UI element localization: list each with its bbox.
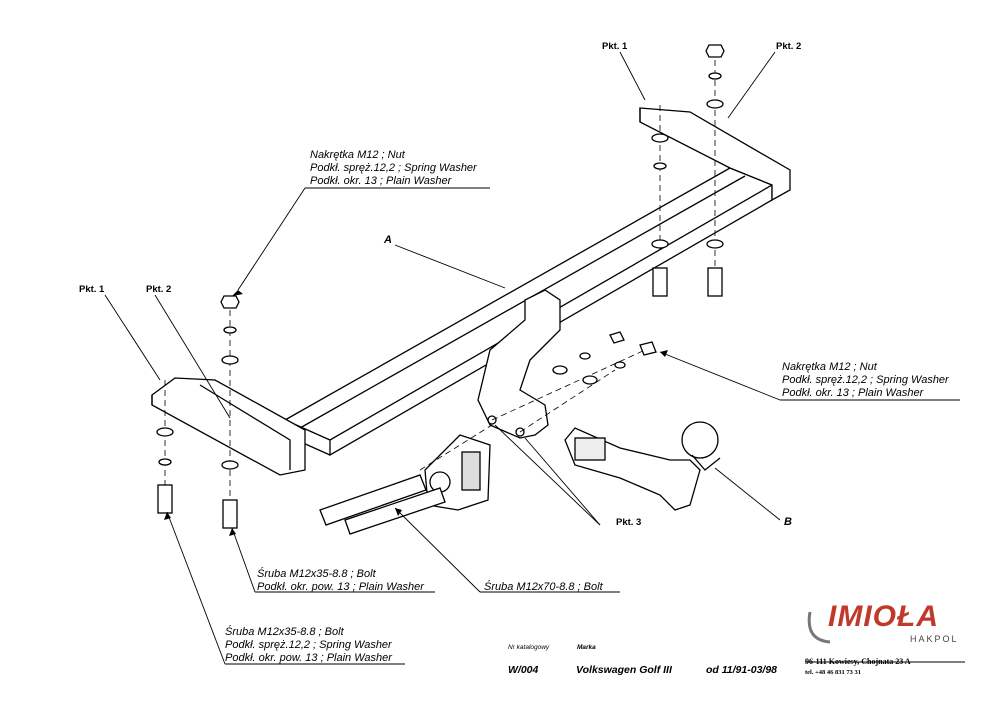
fasteners-top-right — [651, 44, 725, 297]
callout-nut-right: Nakrętka M12 ; Nut Podkł. spręż.12,2 ; S… — [782, 361, 949, 400]
vehicle-model: Volkswagen Golf III — [576, 664, 672, 676]
catalog-number-label: Nr katalogowy — [508, 644, 550, 651]
brand-label: Marka — [577, 644, 596, 651]
logo-swoosh — [807, 611, 831, 644]
callout-line: Śruba M12x35-8.8 ; Bolt — [225, 626, 344, 638]
callout-line: Podkł. okr. 13 ; Plain Washer — [310, 175, 452, 187]
part-label-a: A — [384, 234, 392, 246]
callout-line: Podkł. okr. pow. 13 ; Plain Washer — [257, 581, 424, 593]
callout-bolt-bottom: Śruba M12x35-8.8 ; Bolt Podkł. spręż.12,… — [225, 626, 392, 665]
company-phone: tel. +48 46 831 73 31 — [805, 669, 862, 676]
center-plate — [477, 289, 561, 439]
company-subtitle: HAKPOL — [910, 634, 959, 644]
point-label-pkt1-top: Pkt. 1 — [602, 41, 628, 52]
point-label-pkt1-left: Pkt. 1 — [79, 284, 105, 295]
callout-line: Podkł. okr. pow. 13 ; Plain Washer — [225, 652, 392, 664]
long-bolts — [319, 474, 446, 535]
company-address: 96-111 Kowiesy, Chojnata 23 A — [805, 657, 911, 666]
fasteners-left — [156, 295, 240, 529]
callout-line: Nakrętka M12 ; Nut — [310, 149, 405, 161]
callout-nut-top: Nakrętka M12 ; Nut Podkł. spręż.12,2 ; S… — [310, 149, 477, 188]
callout-line: Podkł. spręż.12,2 ; Spring Washer — [310, 162, 477, 174]
tow-ball-b — [564, 421, 721, 511]
catalog-number: W/004 — [508, 664, 539, 676]
production-years: od 11/91-03/98 — [706, 664, 778, 676]
callout-line: Podkł. okr. 13 ; Plain Washer — [782, 387, 924, 399]
callout-line: Śruba M12x35-8.8 ; Bolt — [257, 568, 376, 580]
callout-line: Śruba M12x70-8.8 ; Bolt — [484, 581, 603, 593]
point-label-pkt3: Pkt. 3 — [616, 517, 642, 528]
callout-line: Podkł. spręż.12,2 ; Spring Washer — [225, 639, 392, 651]
fasteners-center — [552, 331, 657, 385]
callout-bolt-mid: Śruba M12x35-8.8 ; Bolt Podkł. okr. pow.… — [257, 568, 424, 594]
callout-line: Nakrętka M12 ; Nut — [782, 361, 877, 373]
point-label-pkt2-top: Pkt. 2 — [776, 41, 802, 52]
callout-line: Podkł. spręż.12,2 ; Spring Washer — [782, 374, 949, 386]
company-logo: IMIOŁA — [828, 600, 939, 633]
point-label-pkt2-left: Pkt. 2 — [146, 284, 172, 295]
callout-bolt-long: Śruba M12x70-8.8 ; Bolt — [484, 581, 603, 594]
part-label-b: B — [784, 516, 792, 528]
